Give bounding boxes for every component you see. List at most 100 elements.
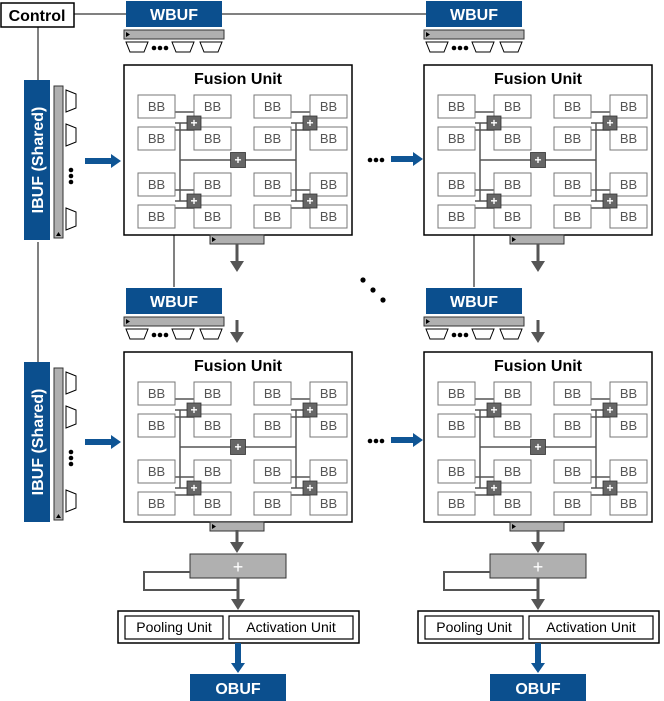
bb-cell: BB <box>309 491 348 516</box>
bb-label: BB <box>620 464 637 479</box>
bb-label: BB <box>504 386 521 401</box>
plus-sign: + <box>190 116 197 130</box>
quad-adder: + <box>186 193 202 209</box>
bb-label: BB <box>264 177 281 192</box>
mux-trapezoid <box>171 41 195 53</box>
ellipsis-vertical <box>68 167 74 185</box>
central-adder: + <box>530 152 546 168</box>
bb-label: BB <box>448 418 465 433</box>
bb-label: BB <box>204 464 221 479</box>
bb-cell: BB <box>309 94 348 119</box>
pooling-unit-box <box>124 615 224 640</box>
ibuf-layer: IBUF (Shared) IBUF (Shared) <box>24 80 423 522</box>
pooling-unit-label: Pooling Unit <box>436 619 512 635</box>
bb-cell: BB <box>609 459 648 484</box>
bb-label: BB <box>564 418 581 433</box>
bb-cell: BB <box>493 172 532 197</box>
bb-quad: BB BB BB BB + <box>137 94 232 151</box>
plus-sign: + <box>190 481 197 495</box>
plus-sign: + <box>490 403 497 417</box>
arrow-into-fu4 <box>531 320 545 343</box>
fusion-unit-title: Fusion Unit <box>194 71 283 88</box>
mux-trapezoid <box>425 41 449 53</box>
bb-cell: BB <box>609 413 648 438</box>
quad-adder: + <box>186 115 202 131</box>
arrow-to-accum-left <box>230 530 244 553</box>
bb-cell: BB <box>137 459 176 484</box>
control-label: Control <box>9 8 66 25</box>
bb-label: BB <box>148 131 165 146</box>
obuf-label: OBUF <box>515 681 561 698</box>
ibuf-arrow-row1 <box>85 154 121 168</box>
plus-sign: + <box>606 194 613 208</box>
bb-cell: BB <box>493 94 532 119</box>
bb-label: BB <box>564 131 581 146</box>
bb-cell: BB <box>253 126 292 151</box>
quad-adder: + <box>486 115 502 131</box>
plus-sign: + <box>606 403 613 417</box>
mux-trapezoid <box>65 89 77 113</box>
bb-cell: BB <box>609 94 648 119</box>
bb-cell: BB <box>553 94 592 119</box>
ellipsis-horizontal <box>451 45 469 51</box>
bb-label: BB <box>264 418 281 433</box>
bb-label: BB <box>504 209 521 224</box>
bb-cell: BB <box>137 413 176 438</box>
bb-label: BB <box>204 131 221 146</box>
bb-label: BB <box>320 386 337 401</box>
bb-label: BB <box>320 418 337 433</box>
bb-label: BB <box>320 496 337 511</box>
quad-adder: + <box>602 402 618 418</box>
bb-cell: BB <box>553 491 592 516</box>
bb-label: BB <box>564 209 581 224</box>
ibuf-block: IBUF (Shared) <box>24 362 77 522</box>
quad-adder: + <box>486 480 502 496</box>
bb-cell: BB <box>437 491 476 516</box>
mux-trapezoid <box>199 41 223 53</box>
central-adder: + <box>530 439 546 455</box>
control-wires <box>37 13 475 363</box>
quad-adder: + <box>186 402 202 418</box>
bb-label: BB <box>148 418 165 433</box>
bb-label: BB <box>264 464 281 479</box>
activation-unit-box <box>228 615 354 640</box>
bb-label: BB <box>148 177 165 192</box>
mux-trapezoid <box>65 489 77 513</box>
plus-sign: + <box>606 116 613 130</box>
bb-cell: BB <box>253 204 292 229</box>
control-block: Control <box>0 2 75 28</box>
bb-label: BB <box>204 386 221 401</box>
bb-label: BB <box>148 99 165 114</box>
bb-cell: BB <box>193 204 232 229</box>
plus-sign: + <box>490 194 497 208</box>
wbuf-block: WBUF <box>423 288 525 340</box>
plus-sign: + <box>306 194 313 208</box>
ellipsis-between-row1 <box>367 157 385 163</box>
plus-sign: + <box>606 481 613 495</box>
quad-adder: + <box>486 193 502 209</box>
bb-label: BB <box>204 99 221 114</box>
bb-cell: BB <box>193 126 232 151</box>
arrow-to-post <box>231 578 245 610</box>
bb-cell: BB <box>437 204 476 229</box>
mux-trapezoid <box>65 405 77 429</box>
fusion-unit-title: Fusion Unit <box>194 358 283 375</box>
bb-cell: BB <box>609 204 648 229</box>
ibuf-block: IBUF (Shared) <box>24 80 77 240</box>
mux-trapezoid <box>65 123 77 147</box>
bb-label: BB <box>320 99 337 114</box>
quad-adder: + <box>486 402 502 418</box>
